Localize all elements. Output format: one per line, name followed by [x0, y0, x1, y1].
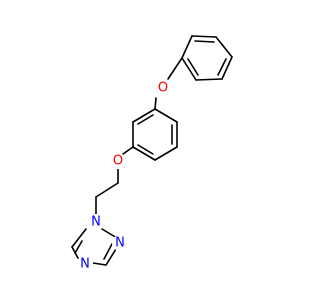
- molecule-structure-diagram: O O N N N: [71, 35, 233, 272]
- phenyl-ring: [181, 35, 233, 81]
- triazole-ring: [71, 228, 118, 266]
- svg-text:N: N: [80, 257, 90, 272]
- svg-text:O: O: [113, 154, 123, 169]
- svg-text:O: O: [158, 81, 168, 96]
- bond-phenyl-oxygen: [167, 57, 183, 80]
- atom-n1: N: [88, 214, 104, 230]
- svg-text:N: N: [91, 215, 101, 230]
- phenylene-ring: [132, 108, 178, 161]
- bond-phenylene-oxygen: [122, 146, 134, 155]
- atom-n4: N: [77, 256, 93, 272]
- svg-text:N: N: [115, 236, 125, 251]
- atom-o-upper: O: [155, 80, 171, 96]
- atom-n2: N: [112, 235, 128, 251]
- atom-o-lower: O: [110, 153, 126, 169]
- bond-oxygen-phenylene: [154, 97, 157, 110]
- bond-ch2-ch2: [95, 182, 119, 198]
